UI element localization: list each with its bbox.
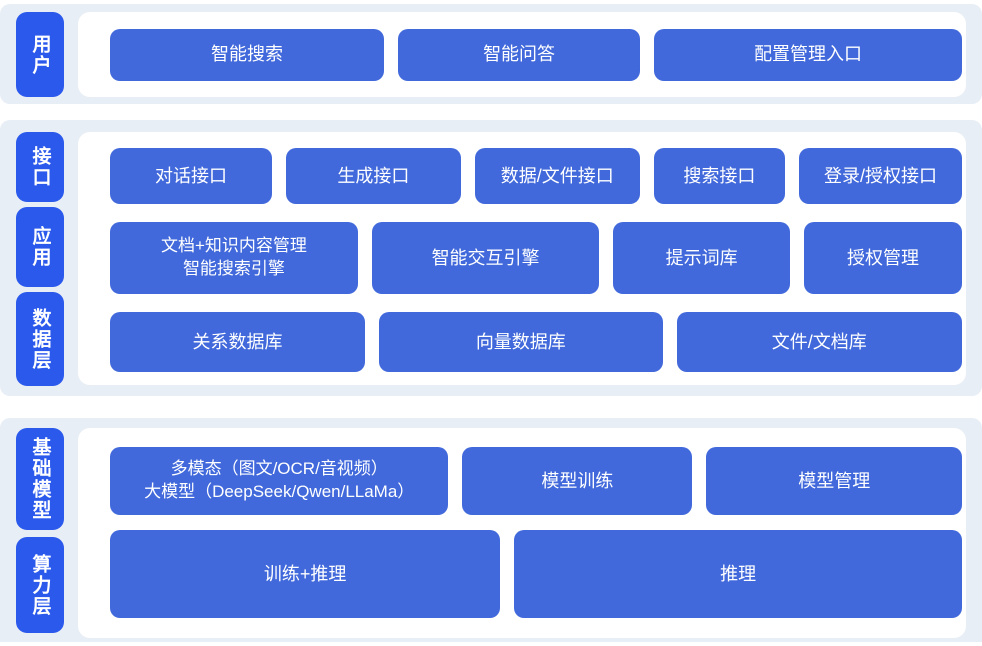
foundation-model-row: 多模态（图文/OCR/音视频） 大模型（DeepSeek/Qwen/LLaMa）… [110,447,962,515]
block-multimodal-llm: 多模态（图文/OCR/音视频） 大模型（DeepSeek/Qwen/LLaMa） [110,447,449,515]
layer-label-user: 用户 [16,12,64,97]
block-model-training: 模型训练 [462,447,693,515]
block-model-management: 模型管理 [706,447,962,515]
block-relational-db: 关系数据库 [110,312,366,372]
layer-label-compute: 算力层 [16,537,64,633]
user-layer-section: 用户 智能搜索 智能问答 配置管理入口 [0,4,982,104]
block-smart-search: 智能搜索 [110,28,384,81]
bottom-layer-panel: 多模态（图文/OCR/音视频） 大模型（DeepSeek/Qwen/LLaMa）… [78,428,966,638]
layer-label-application: 应用 [16,207,64,287]
block-smart-interaction-engine: 智能交互引擎 [371,222,600,294]
interface-application-data-section: 接口 应用 数据层 对话接口 生成接口 数据/文件接口 搜索接口 登录/授权接口… [0,120,982,396]
block-login-auth-api: 登录/授权接口 [799,148,962,204]
compute-row: 训练+推理 推理 [110,530,962,618]
block-config-management-entry: 配置管理入口 [654,28,962,81]
block-training-inference: 训练+推理 [110,530,501,618]
user-layer-panel: 智能搜索 智能问答 配置管理入口 [78,12,966,97]
user-layer-labels: 用户 [16,4,64,104]
interface-row: 对话接口 生成接口 数据/文件接口 搜索接口 登录/授权接口 [110,148,962,204]
block-doc-knowledge-search-engine: 文档+知识内容管理 智能搜索引擎 [110,222,358,294]
middle-layer-labels: 接口 应用 数据层 [16,120,64,396]
block-auth-management: 授权管理 [803,222,962,294]
block-generation-api: 生成接口 [285,148,461,204]
block-file-doc-store: 文件/文档库 [676,312,962,372]
application-row: 文档+知识内容管理 智能搜索引擎 智能交互引擎 提示词库 授权管理 [110,222,962,294]
block-inference: 推理 [514,530,962,618]
middle-layer-panel: 对话接口 生成接口 数据/文件接口 搜索接口 登录/授权接口 文档+知识内容管理… [78,132,966,385]
block-data-file-api: 数据/文件接口 [474,148,640,204]
data-row: 关系数据库 向量数据库 文件/文档库 [110,312,962,372]
layer-label-interface: 接口 [16,132,64,202]
block-prompt-library: 提示词库 [613,222,790,294]
layer-label-data: 数据层 [16,292,64,386]
layer-label-foundation-model: 基础模型 [16,428,64,530]
block-dialog-api: 对话接口 [110,148,272,204]
architecture-diagram: 用户 智能搜索 智能问答 配置管理入口 接口 应用 数据层 对话接口 生成接口 … [0,4,982,646]
block-vector-db: 向量数据库 [379,312,663,372]
block-smart-qa: 智能问答 [398,28,641,81]
bottom-layer-labels: 基础模型 算力层 [16,418,64,642]
block-search-api: 搜索接口 [653,148,786,204]
foundation-compute-section: 基础模型 算力层 多模态（图文/OCR/音视频） 大模型（DeepSeek/Qw… [0,418,982,642]
